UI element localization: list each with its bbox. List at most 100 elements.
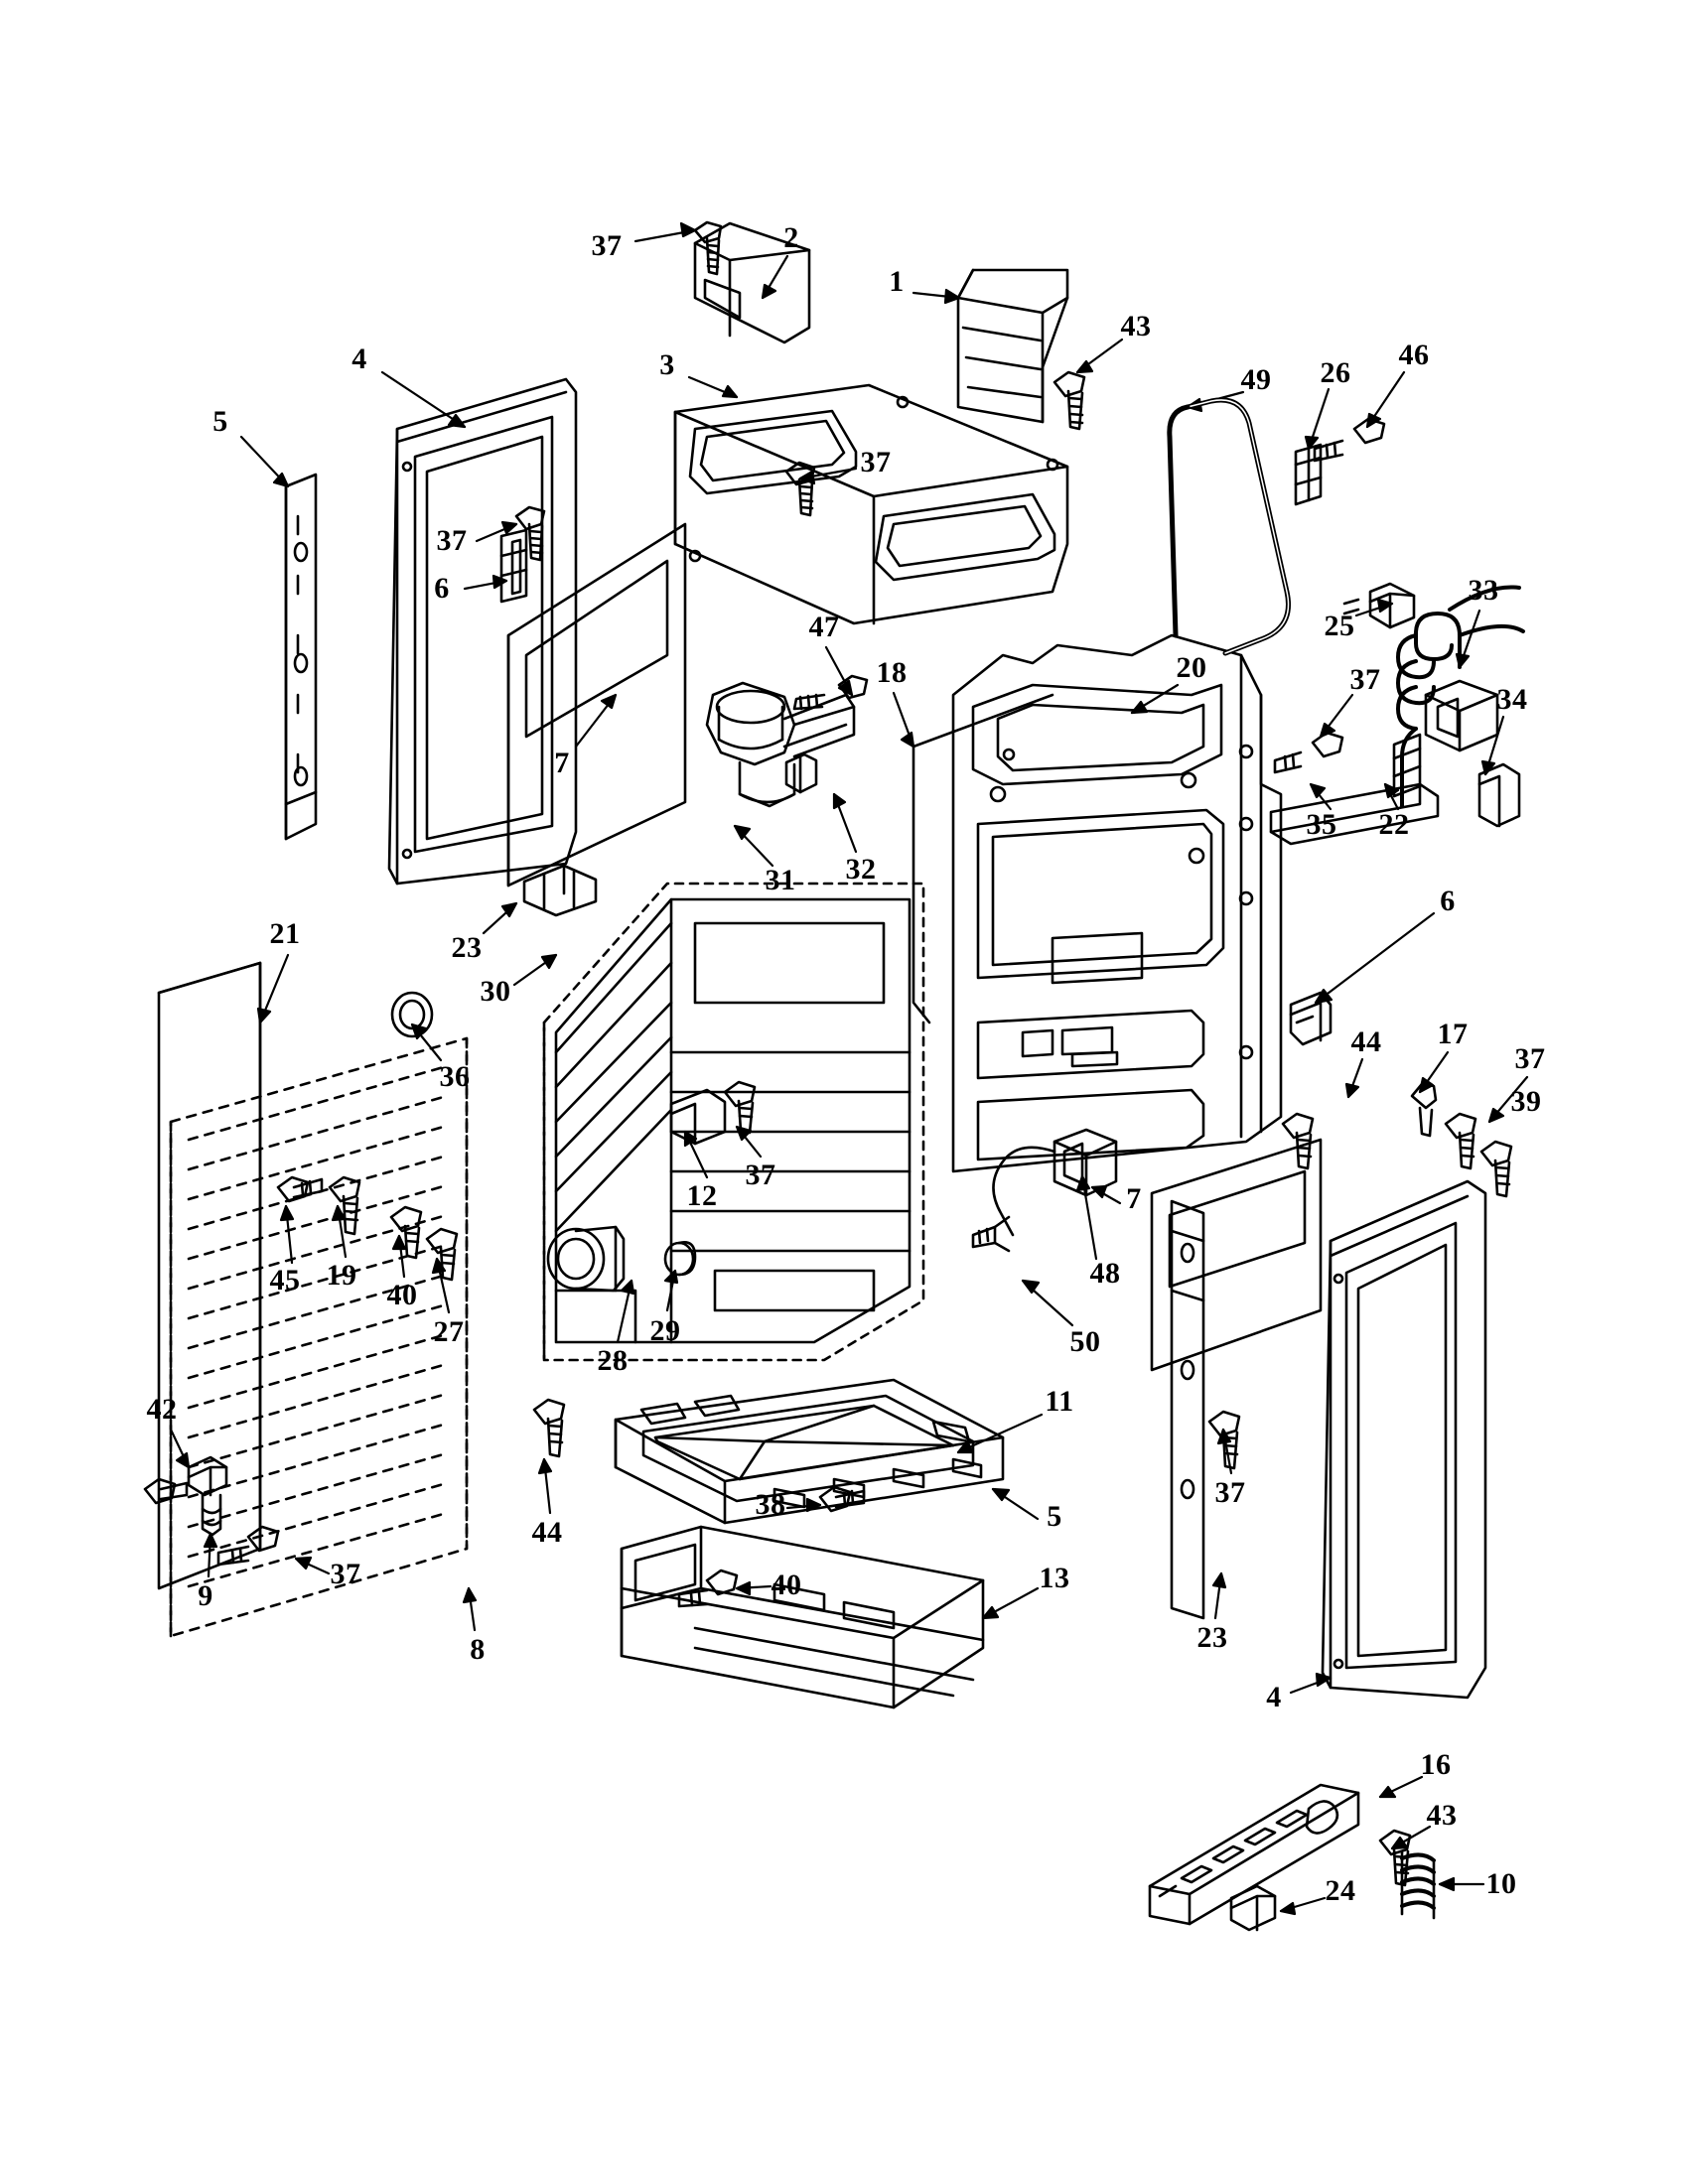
callout-number: 9 [198,1579,213,1612]
callout-number: 35 [1306,808,1337,841]
callout-number: 50 [1069,1325,1101,1358]
callout-number: 4 [351,342,367,375]
part-13-drawer [620,1525,985,1709]
screw-37-b [784,461,816,517]
callout-number: 45 [269,1264,301,1297]
part-20-rear-panel [951,633,1283,1173]
callout-number: 37 [745,1159,776,1191]
part-4-side-panel-left [387,377,578,886]
callout-number: 37 [1214,1476,1246,1509]
part-4-side-panel-right [1321,1179,1487,1700]
callout-number: 37 [330,1558,361,1590]
part-30-bracket [522,864,598,917]
callout-number: 36 [439,1060,471,1093]
callout-number: 7 [554,747,570,779]
part-22-35-rod [1269,782,1440,846]
callout-number: 2 [783,221,799,254]
screw-37-d [1273,731,1344,774]
callout-number: 40 [386,1279,418,1311]
callout-number: 13 [1039,1562,1070,1594]
callout-number: 7 [1126,1182,1142,1215]
part-10-spring [1400,1850,1436,1920]
callout-number: 42 [146,1393,178,1426]
callout-number: 39 [1510,1085,1542,1118]
part-48-50-switch [971,1128,1118,1253]
part-26-clip [1294,443,1323,506]
callout-number: 21 [269,917,301,950]
part-31-32-valve-assembly [705,681,856,808]
callout-number: 3 [659,348,675,381]
callout-number: 38 [755,1488,786,1521]
screw-37-a [693,220,723,276]
screw-43-a [1052,370,1086,431]
part-11-bottom-panel [614,1378,1005,1525]
callout-number: 46 [1398,339,1430,371]
callout-number: 33 [1468,574,1499,607]
screws-left-cluster [276,1175,459,1282]
callout-number: 37 [436,524,468,557]
callout-number: 37 [860,446,892,478]
part-1-backguard [956,268,1069,424]
callout-number: 6 [1440,885,1456,917]
callout-number: 23 [451,931,483,964]
part-3-cooktop [673,383,1069,625]
callout-number: 10 [1485,1867,1517,1900]
callout-number: 29 [649,1314,681,1347]
callout-number: 34 [1496,683,1528,716]
callout-number: 32 [845,853,877,886]
part-5-trim-left [284,473,318,841]
callout-number: 37 [591,229,623,262]
part-21-outline [157,961,262,1551]
callout-number: 6 [434,572,450,605]
callout-number: 37 [1349,663,1381,696]
screw-46 [1313,417,1386,463]
part-36-grommet [390,991,434,1038]
part-6-hinge-upper [499,528,528,604]
callout-number: 17 [1437,1018,1469,1050]
callout-number: 16 [1420,1748,1452,1781]
callout-number: 23 [1196,1621,1228,1654]
callout-number: 28 [597,1344,629,1377]
part-29-grommet-assembly [546,1225,697,1293]
callout-number: 22 [1378,808,1410,841]
callout-number: 25 [1324,610,1355,642]
part-21-rear-insulation [157,961,469,1638]
callout-number: 48 [1089,1257,1121,1290]
part-23-trim-right [1170,1199,1205,1620]
callout-number: 31 [765,864,796,896]
callout-number: 30 [480,975,511,1008]
callout-number: 27 [433,1315,465,1348]
callout-number: 11 [1045,1385,1074,1418]
screw-40-b [677,1569,739,1608]
screw-47 [792,674,869,711]
screw-38 [818,1485,866,1513]
leader-lines [169,221,1529,1916]
screw-44-left [532,1398,566,1458]
callout-number: 44 [531,1516,563,1549]
callout-number: 43 [1120,310,1152,342]
part-6-hinge-lower [1289,991,1333,1046]
screw-37-c [514,505,546,562]
screws-right-cluster [1281,1082,1513,1198]
callout-number: 47 [808,611,840,643]
callout-number: 40 [771,1569,802,1601]
screw-37-e [1207,1410,1241,1470]
part-49-gas-tube [1167,397,1291,656]
callout-number: 5 [1047,1500,1062,1533]
callout-number: 8 [470,1633,486,1666]
callout-number: 19 [326,1259,357,1292]
screw-43-b [1378,1829,1412,1887]
part-24-clip [1229,1884,1277,1932]
callout-number: 20 [1176,651,1207,684]
callout-number: 37 [1514,1042,1546,1075]
part-18-heat-shield [912,693,1054,1024]
part-7-insulation-right [1150,1138,1323,1372]
callout-number: 5 [212,405,228,438]
callout-number: 49 [1240,363,1272,396]
callout-number: 12 [686,1179,718,1212]
part-7-insulation-left [506,522,687,887]
callout-number: 4 [1266,1681,1282,1713]
callout-number: 1 [889,265,905,298]
